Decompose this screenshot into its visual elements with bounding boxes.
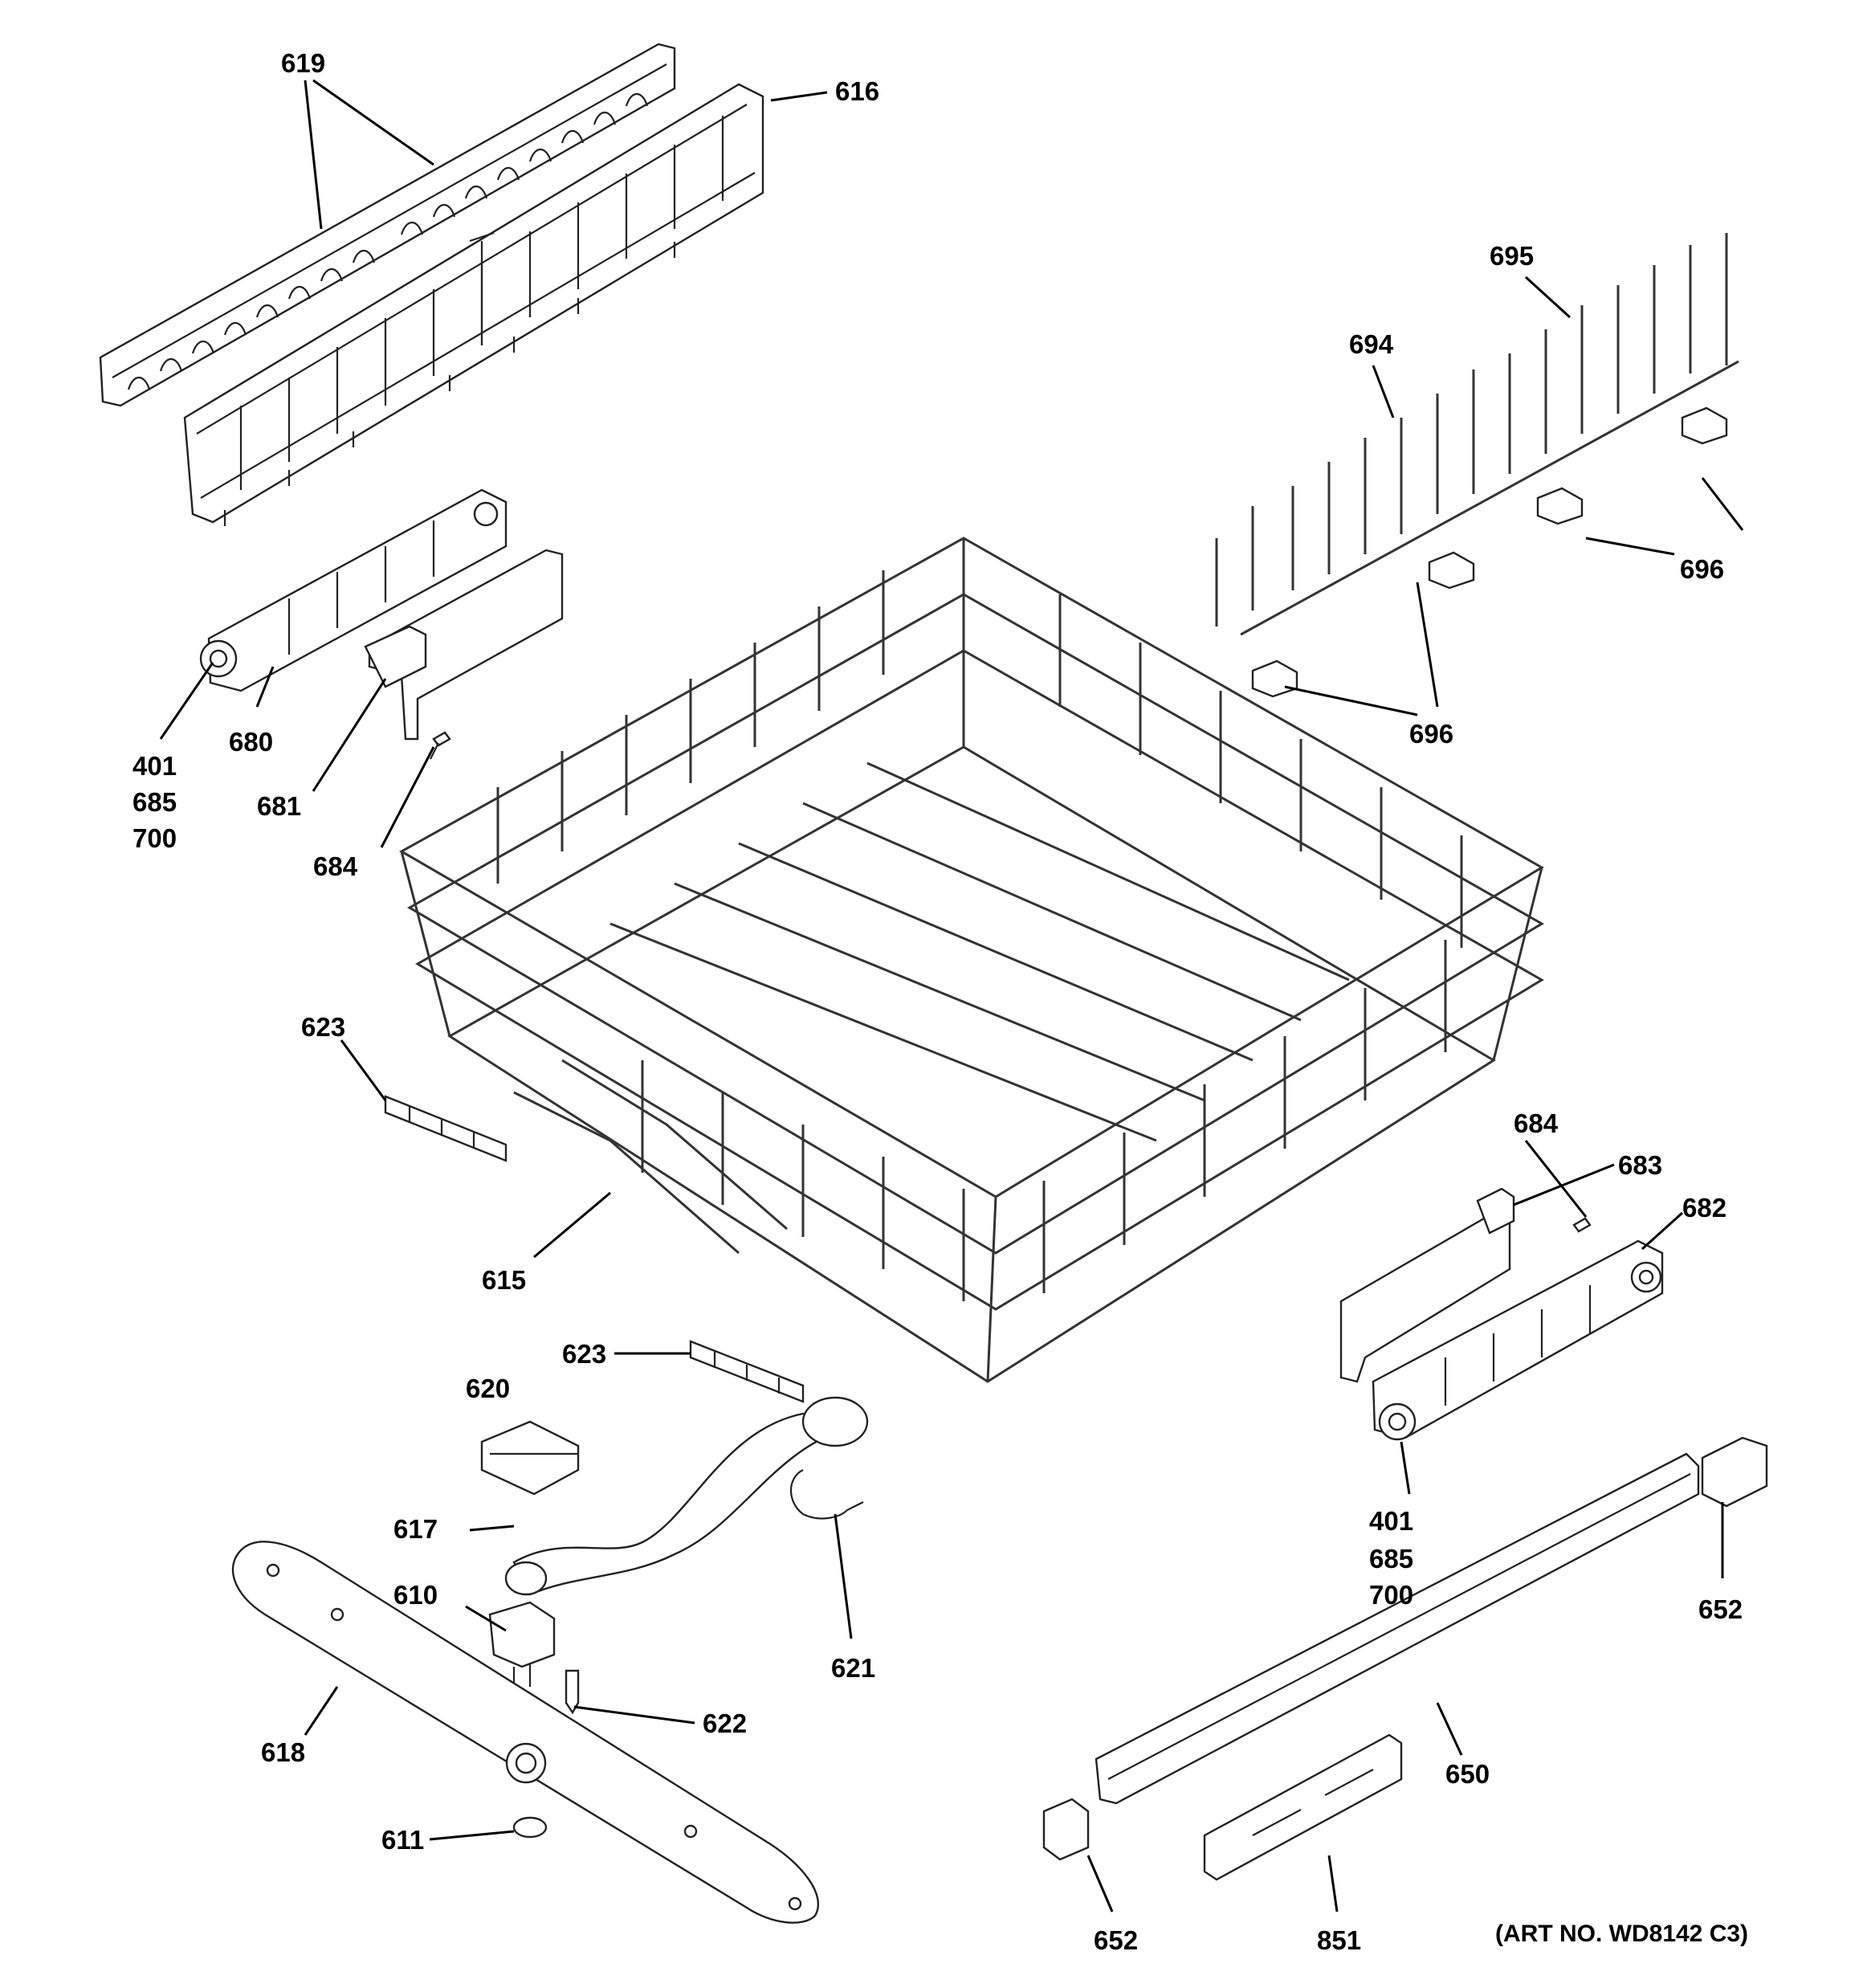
part-652-end-cap-right [1701, 1436, 1768, 1508]
part-684-screw-right [1572, 1217, 1592, 1233]
part-623-pivot-clip-upper [384, 1095, 508, 1162]
callout-696-upper: 696 [1680, 554, 1724, 584]
part-619-tine-holder [99, 43, 676, 407]
callout-616: 616 [835, 76, 879, 106]
callout-684-left: 684 [313, 851, 358, 881]
callout-623-upper: 623 [301, 1012, 345, 1042]
callout-618: 618 [261, 1737, 305, 1767]
callout-680: 680 [229, 727, 273, 757]
callout-700-left: 700 [132, 823, 177, 853]
part-623-pivot-clip-lower [689, 1340, 805, 1403]
part-618-lower-spray-arm [231, 1541, 820, 1924]
part-611-washer [512, 1816, 548, 1839]
part-615-upper-rack [398, 537, 1544, 1383]
part-650-rack-slide-rail [1095, 1452, 1700, 1805]
art-number: (ART NO. WD8142 C3) [1495, 1921, 1748, 1947]
callout-610: 610 [393, 1580, 438, 1610]
callout-650: 650 [1445, 1759, 1490, 1789]
callout-652-left: 652 [1094, 1925, 1138, 1955]
callout-labels: 619 616 695 694 696 696 401 685 700 680 … [132, 48, 1748, 1955]
callout-615: 615 [482, 1265, 526, 1295]
callout-617: 617 [393, 1514, 438, 1544]
callout-695: 695 [1490, 241, 1534, 271]
part-683-stop-clip [1339, 1187, 1515, 1383]
part-684-screw-left [430, 731, 451, 760]
callout-623-lower: 623 [562, 1339, 606, 1369]
callout-682: 682 [1682, 1193, 1726, 1223]
callout-611: 611 [381, 1825, 424, 1855]
part-617-spray-conduit [504, 1396, 869, 1596]
callout-685-right: 685 [1369, 1544, 1413, 1574]
callout-700-right: 700 [1369, 1580, 1413, 1610]
callout-696-lower: 696 [1409, 719, 1453, 749]
callout-681: 681 [257, 791, 301, 821]
part-681-stop-clip [364, 549, 564, 741]
part-682-rack-roller-bracket [1372, 1239, 1664, 1441]
part-652-end-cap-left [1042, 1798, 1090, 1861]
callout-621: 621 [831, 1653, 875, 1683]
part-620-cover [480, 1420, 580, 1496]
callout-851: 851 [1317, 1925, 1361, 1955]
part-694-695-fold-down-tines [1215, 233, 1739, 636]
part-621-clamp [790, 1469, 864, 1520]
callout-622: 622 [703, 1708, 747, 1738]
callout-401-right: 401 [1369, 1506, 1413, 1536]
part-696-tine-clips [1251, 406, 1728, 698]
callout-684-right: 684 [1514, 1108, 1559, 1138]
leader-lines [159, 79, 1744, 1912]
part-610-hub [488, 1601, 556, 1691]
callout-683: 683 [1618, 1150, 1662, 1180]
callout-620: 620 [466, 1374, 510, 1403]
callout-652-right: 652 [1698, 1594, 1743, 1624]
part-616-tine-row [183, 83, 764, 526]
callout-401-left: 401 [132, 751, 177, 781]
part-851-slide-stop [1203, 1733, 1403, 1881]
callout-619: 619 [281, 48, 325, 78]
callout-694: 694 [1349, 329, 1394, 359]
callout-685-left: 685 [132, 787, 177, 817]
